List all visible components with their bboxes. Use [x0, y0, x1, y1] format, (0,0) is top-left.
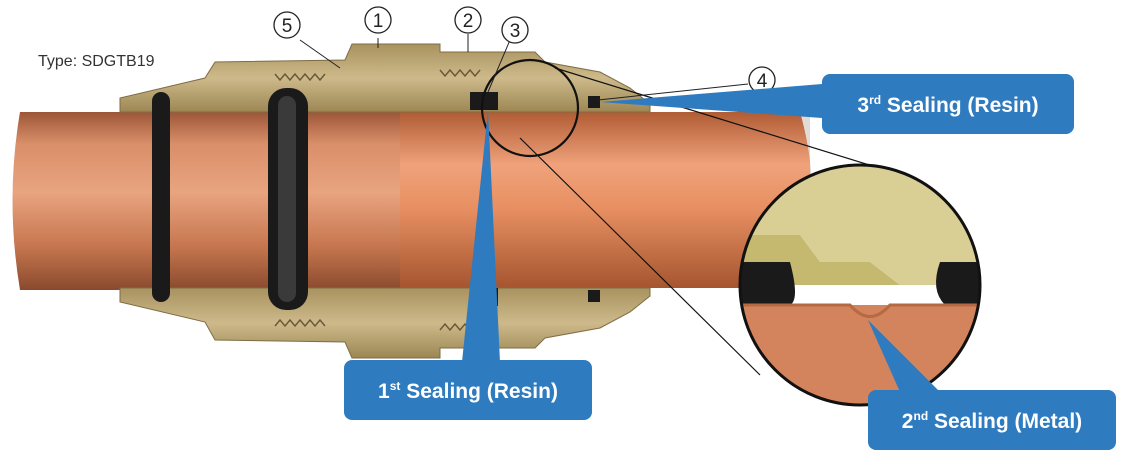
- leader-4: [597, 83, 749, 101]
- callout-third-label: 3rd Sealing (Resin): [857, 93, 1038, 117]
- resin-seal-small-lower: [588, 290, 600, 302]
- callout-third-pointer: [600, 84, 822, 118]
- callout-second-label: 2nd Sealing (Metal): [902, 409, 1082, 433]
- copper-pipe-right: [390, 112, 810, 288]
- zoom-source-circle: [480, 58, 580, 158]
- copper-pipe-left: [12, 112, 400, 290]
- brass-body-upper: [119, 43, 651, 113]
- callout-second-pointer: [868, 320, 940, 392]
- part-number-5: 5: [282, 16, 293, 37]
- zoom-line-bottom: [519, 137, 761, 376]
- leader-3: [487, 39, 511, 93]
- o-ring-left-2-inner: [278, 96, 296, 302]
- brass-body-lower: [119, 287, 651, 359]
- zoom-line-top: [554, 67, 893, 173]
- resin-seal-upper: [470, 92, 498, 110]
- callout-first-label: 1st Sealing (Resin): [378, 379, 558, 403]
- part-number-3: 3: [510, 21, 521, 42]
- callout-second-box: [868, 390, 1116, 450]
- thread-upper: [274, 68, 481, 82]
- resin-seal-small-upper: [588, 96, 600, 108]
- part-number-4: 4: [757, 71, 768, 92]
- part-marker-1: [364, 6, 392, 34]
- type-label: Type: SDGTB19: [38, 53, 155, 70]
- callout-first-box: [344, 360, 592, 420]
- part-marker-2: [454, 6, 482, 34]
- callout-first-pointer: [462, 110, 500, 362]
- part-number-2: 2: [463, 11, 474, 32]
- part-number-1: 1: [373, 11, 384, 32]
- zoom-circle: [738, 163, 982, 407]
- o-ring-left-1: [152, 92, 170, 302]
- part-marker-3: [501, 16, 529, 44]
- leader-5: [299, 39, 341, 69]
- callout-third-box: [822, 74, 1074, 134]
- part-marker-5: [273, 11, 301, 39]
